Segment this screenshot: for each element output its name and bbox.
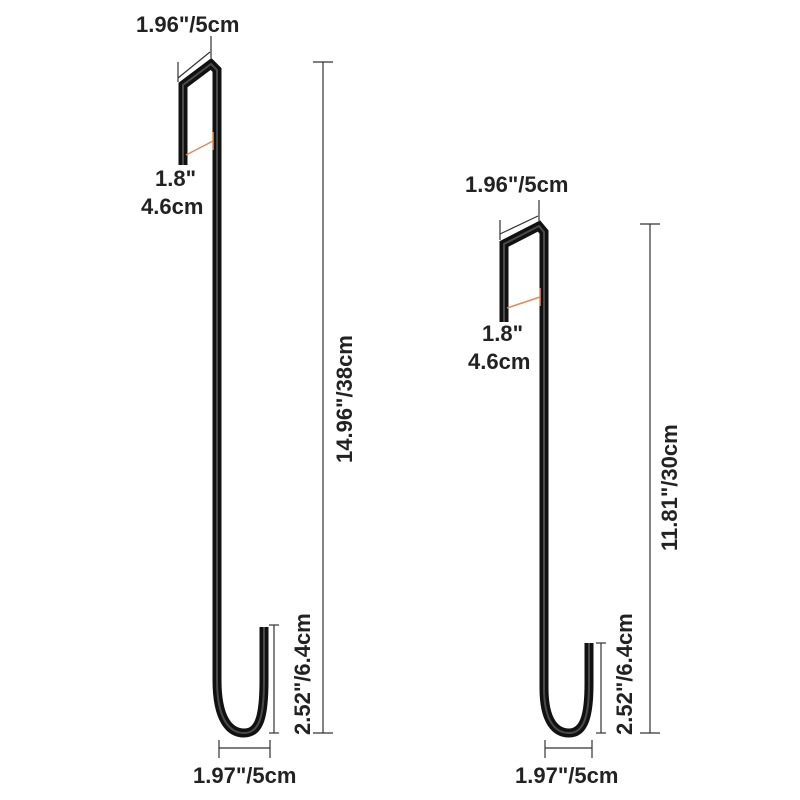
- large-hook-top-width-label: 1.96"/5cm: [136, 12, 239, 37]
- small-hook-gap-marker: [506, 296, 541, 309]
- large-hook-bottom-height-label: 2.52"/6.4cm: [290, 613, 315, 735]
- small-hook-length-label: 11.81"/30cm: [657, 424, 682, 551]
- small-hook-wire: [499, 220, 594, 738]
- large-hook: 1.96"/5cm 1.8" 4.6cm 14.96"/38cm 2.52"/6…: [136, 12, 357, 788]
- large-hook-wire: [178, 58, 269, 738]
- large-hook-gap-inch-label: 1.8": [155, 166, 196, 191]
- small-hook-top-width-label: 1.96"/5cm: [465, 172, 568, 197]
- small-hook-top-width-line: [499, 215, 539, 235]
- small-hook-bottom-height-label: 2.52"/6.4cm: [612, 613, 637, 735]
- small-hook-length-label-bg: [655, 395, 681, 555]
- large-hook-wire-highlight: [182, 62, 265, 735]
- large-hook-bottom-width-label: 1.97"/5cm: [193, 763, 296, 788]
- large-hook-length-label: 14.96"/38cm: [332, 335, 357, 463]
- large-hook-top-width-line: [177, 51, 211, 79]
- small-hook: 1.96"/5cm 1.8" 4.6cm 11.81"/30cm 2.52"/6…: [465, 172, 682, 788]
- small-hook-bottom-width-label: 1.97"/5cm: [515, 763, 618, 788]
- small-hook-gap-cm-label: 4.6cm: [468, 349, 530, 374]
- large-hook-gap-cm-label: 4.6cm: [141, 194, 203, 219]
- large-hook-gap-marker: [185, 140, 214, 156]
- small-hook-gap-inch-label: 1.8": [482, 321, 523, 346]
- large-hook-length-label-bg: [330, 300, 356, 470]
- small-hook-wire-highlight: [503, 224, 590, 735]
